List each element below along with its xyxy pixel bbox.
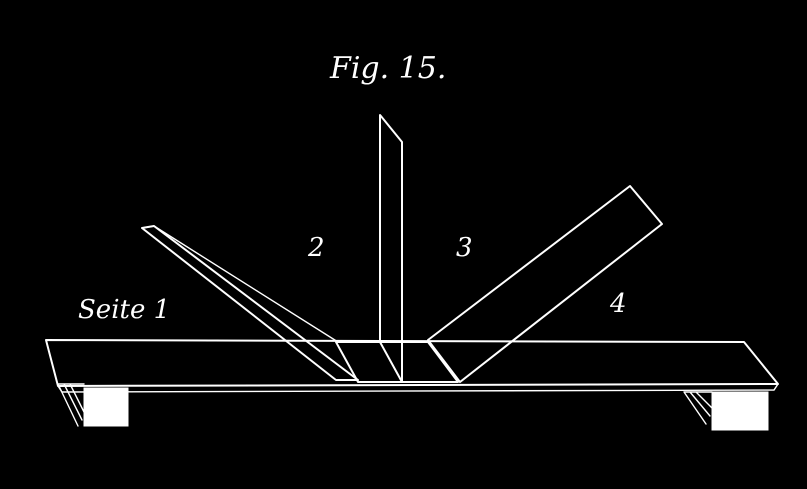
page-2-leaf — [141, 225, 359, 381]
page-4-leaf — [427, 185, 663, 383]
label-side-3: 3 — [456, 233, 473, 263]
left-foot-hatching — [57, 383, 85, 427]
right-foot — [711, 391, 769, 431]
label-side-1: Seite 1 — [78, 295, 170, 325]
label-side-2: 2 — [307, 233, 325, 263]
base-board — [45, 339, 779, 387]
label-side-4: 4 — [609, 289, 627, 319]
base-board-edge — [57, 383, 779, 393]
spine-block — [335, 341, 459, 383]
page-2-shadow — [141, 225, 339, 343]
figure-caption: Fig. 15. — [329, 51, 446, 86]
right-foot-hatching — [683, 391, 713, 425]
left-foot — [83, 387, 129, 427]
spine-divider — [379, 341, 403, 383]
